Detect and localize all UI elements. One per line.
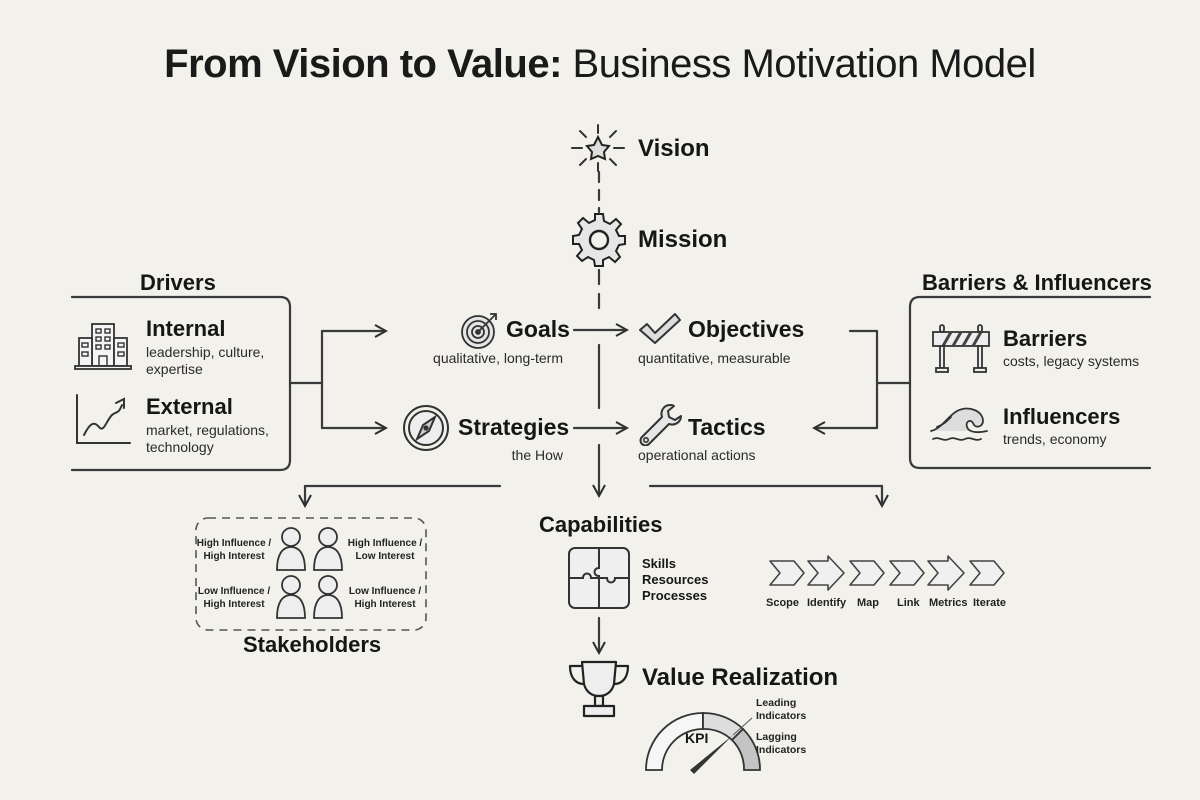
quadrant-4-line1: Low Influence / <box>348 586 422 597</box>
step-map: Map <box>857 597 879 609</box>
title-bold: From Vision to Value: <box>164 42 562 86</box>
gear-icon <box>571 212 627 273</box>
trophy-icon <box>566 658 632 725</box>
title-regular: Business Motivation Model <box>561 42 1037 86</box>
road-barrier-icon <box>931 322 991 381</box>
drivers-heading: Drivers <box>140 270 216 295</box>
internal-desc-1: leadership, culture, <box>146 344 265 360</box>
lagging-line2: Indicators <box>756 744 807 756</box>
quadrant-3-line1: Low Influence / <box>197 586 271 597</box>
stakeholder-quadrant-2: High Influence / Low Interest <box>345 537 425 563</box>
step-link: Link <box>897 597 920 609</box>
value-realization-heading: Value Realization <box>642 664 839 691</box>
goals-label: Goals <box>506 316 570 342</box>
stakeholder-quadrant-4: Low Influence / High Interest <box>345 585 425 611</box>
process-steps: Scope Identify Map Link Metrics Iterate <box>764 597 1014 613</box>
mission-label: Mission <box>638 226 728 253</box>
wave-icon <box>929 403 991 450</box>
influencers-desc: trends, economy <box>1003 431 1107 447</box>
checkmark-icon <box>638 312 682 351</box>
leading-indicators-label: Leading Indicators <box>756 697 806 723</box>
page-title: From Vision to Value: Business Motivatio… <box>0 42 1200 87</box>
step-metrics: Metrics <box>929 597 968 609</box>
vision-label: Vision <box>638 135 710 162</box>
kpi-gauge-icon <box>640 702 766 779</box>
external-label: External <box>146 394 233 419</box>
quadrant-2-line1: High Influence / <box>347 538 423 549</box>
strategies-label: Strategies <box>458 414 570 440</box>
tactics-desc: operational actions <box>638 447 756 463</box>
quadrant-2-line2: Low Interest <box>355 551 415 562</box>
quadrant-1-line1: High Influence / <box>196 538 272 549</box>
barriers-influencers-heading: Barriers & Influencers <box>922 270 1152 295</box>
lagging-indicators-label: Lagging Indicators <box>756 731 806 757</box>
external-desc-1: market, regulations, <box>146 422 269 438</box>
kpi-label: KPI <box>685 730 709 746</box>
star-sparkle-icon <box>568 123 628 178</box>
internal-desc-2: expertise <box>146 361 203 377</box>
step-identify: Identify <box>807 597 847 609</box>
people-icon <box>274 525 348 628</box>
leading-line2: Indicators <box>756 710 807 722</box>
internal-label: Internal <box>146 316 226 341</box>
capabilities-heading: Capabilities <box>539 512 663 537</box>
compass-icon <box>402 404 450 457</box>
capability-skills: Skills <box>642 556 676 571</box>
objectives-desc: quantitative, measurable <box>638 350 791 366</box>
barriers-desc: costs, legacy systems <box>1003 353 1140 369</box>
trend-chart-icon <box>74 393 134 452</box>
wrench-icon <box>638 402 684 451</box>
building-icon <box>74 320 132 375</box>
puzzle-icon <box>567 546 631 615</box>
stakeholder-quadrant-3: Low Influence / High Interest <box>196 585 272 611</box>
external-desc-2: technology <box>146 439 214 455</box>
stakeholder-quadrant-1: High Influence / High Interest <box>196 537 272 563</box>
target-icon <box>460 310 502 355</box>
lagging-line1: Lagging <box>756 731 797 743</box>
process-chevrons-icon <box>768 555 1014 596</box>
strategies-desc: the How <box>511 447 563 463</box>
step-scope: Scope <box>766 597 800 609</box>
goals-desc: qualitative, long-term <box>433 350 563 366</box>
tactics-label: Tactics <box>688 414 766 440</box>
objectives-label: Objectives <box>688 316 805 342</box>
step-iterate: Iterate <box>973 597 1007 609</box>
quadrant-3-line2: High Interest <box>203 599 265 610</box>
capabilities-list: Skills Resources Processes <box>642 556 708 604</box>
barriers-label: Barriers <box>1003 326 1088 351</box>
quadrant-1-line2: High Interest <box>203 551 265 562</box>
capability-resources: Resources <box>642 572 709 587</box>
quadrant-4-line2: High Interest <box>354 599 416 610</box>
leading-line1: Leading <box>756 697 797 709</box>
capability-processes: Processes <box>642 588 708 603</box>
stakeholders-heading: Stakeholders <box>243 632 382 657</box>
influencers-label: Influencers <box>1003 404 1121 429</box>
